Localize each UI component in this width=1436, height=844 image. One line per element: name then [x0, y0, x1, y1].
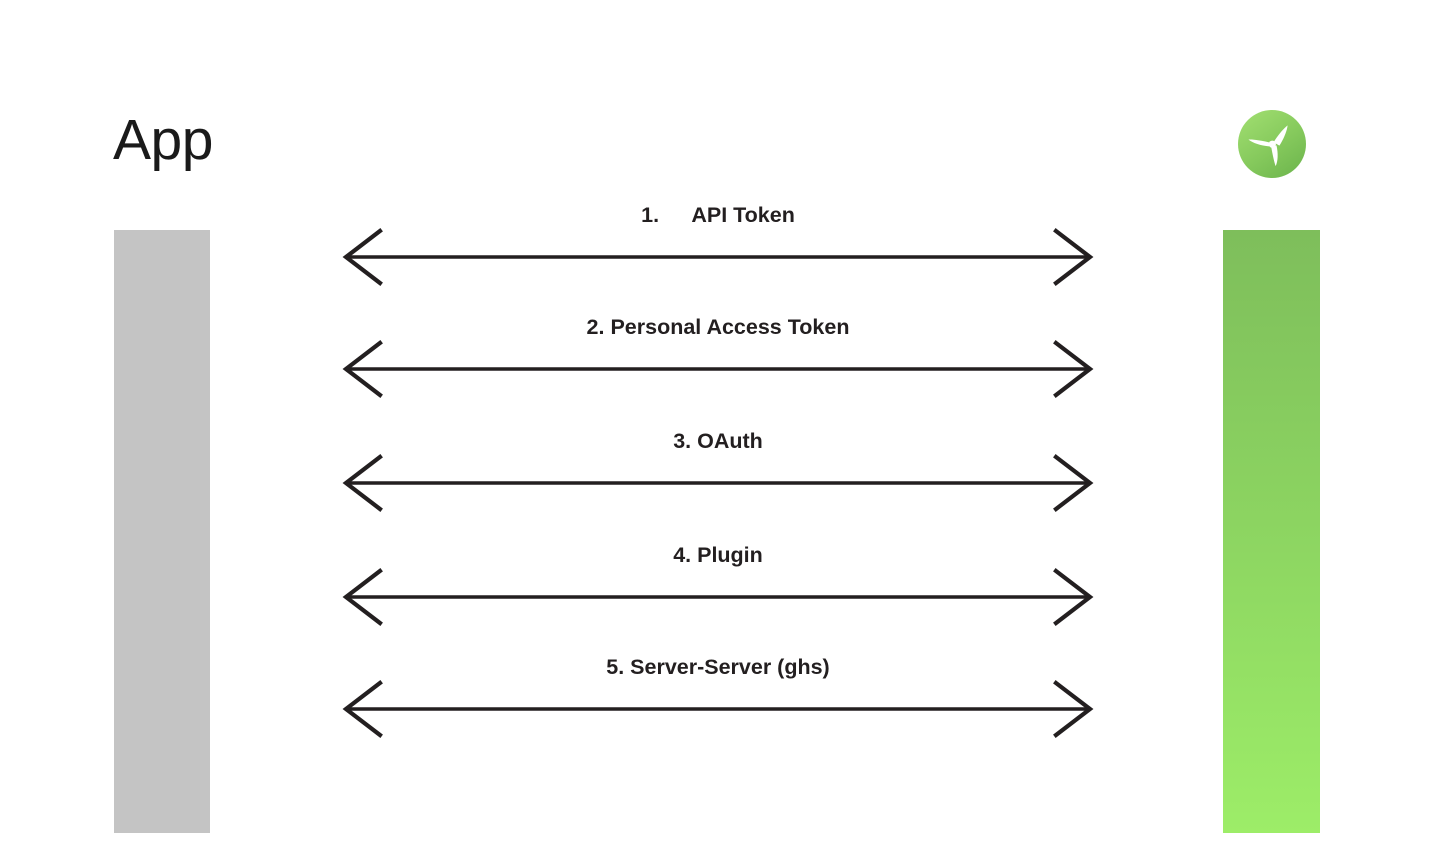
arrowhead-right: [1053, 454, 1094, 512]
message-label: 5. Server-Server (ghs): [606, 655, 830, 679]
arrowhead-left: [342, 228, 383, 286]
message-arrow-bidirectional: [342, 680, 1094, 738]
message-label: 3. OAuth: [673, 429, 763, 453]
arrowhead-right: [1053, 680, 1094, 738]
arrowhead-right: [1053, 340, 1094, 398]
message-row: 4. Plugin: [340, 543, 1096, 634]
message-label: 4. Plugin: [673, 543, 763, 567]
app-lifeline-bar: [114, 230, 210, 833]
arrowhead-left: [342, 454, 383, 512]
arrowhead-left: [342, 340, 383, 398]
arrowhead-left: [342, 568, 383, 626]
arrowhead-right: [1053, 568, 1094, 626]
propeller-logo-icon: [1237, 109, 1307, 179]
message-row: 5. Server-Server (ghs): [340, 655, 1096, 746]
message-row: 2. Personal Access Token: [340, 315, 1096, 406]
message-arrow-bidirectional: [342, 454, 1094, 512]
message-row: 1. API Token: [340, 203, 1096, 294]
service-lifeline-bar: [1223, 230, 1320, 833]
message-arrow-bidirectional: [342, 228, 1094, 286]
arrowhead-right: [1053, 228, 1094, 286]
message-label: 1. API Token: [641, 203, 795, 227]
message-label: 2. Personal Access Token: [586, 315, 850, 339]
arrowhead-left: [342, 680, 383, 738]
page-title: App: [113, 108, 213, 172]
message-row: 3. OAuth: [340, 429, 1096, 520]
message-arrow-bidirectional: [342, 340, 1094, 398]
message-arrow-bidirectional: [342, 568, 1094, 626]
